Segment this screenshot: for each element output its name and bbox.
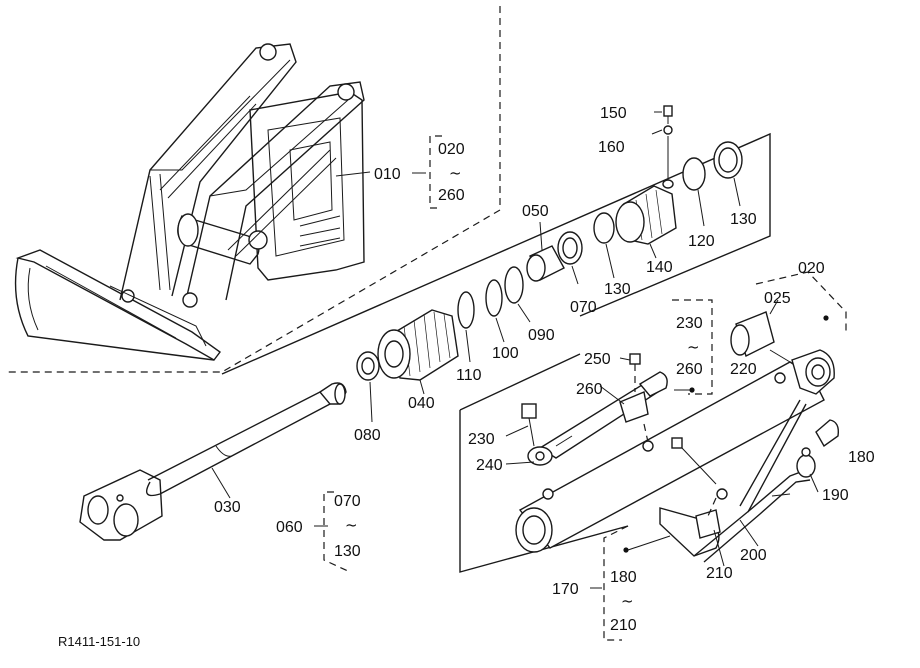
- rod-side-parts: [356, 266, 531, 423]
- callout-030: 030: [214, 499, 241, 516]
- callout-240: 240: [476, 457, 503, 474]
- range-g1-tilde: ~: [449, 164, 462, 182]
- callout-120: 120: [688, 233, 715, 250]
- hydraulic-pipe-upper-drawing: [505, 299, 713, 466]
- range-g3-tilde: ~: [345, 516, 358, 534]
- range-g4-to: 210: [610, 617, 637, 634]
- range-g1-to: 260: [438, 187, 465, 204]
- callout-130-lower: 130: [604, 281, 631, 298]
- callout-060: 060: [276, 519, 303, 536]
- callout-180: 180: [848, 449, 875, 466]
- callout-040: 040: [408, 395, 435, 412]
- callout-170: 170: [552, 581, 579, 598]
- callout-210: 210: [706, 565, 733, 582]
- range-g2-from: 230: [676, 315, 703, 332]
- hydraulic-pipe-lower-drawing: [603, 399, 840, 641]
- callout-labels: 010 020 025 030 040 050 060 070 080 090 …: [214, 105, 875, 598]
- figure-code: R1411-151-10: [58, 634, 140, 649]
- range-g1-from: 020: [438, 141, 465, 158]
- callout-140: 140: [646, 259, 673, 276]
- callout-070: 070: [570, 299, 597, 316]
- callout-160: 160: [598, 139, 625, 156]
- callout-025: 025: [764, 290, 791, 307]
- range-g3-to: 130: [334, 543, 361, 560]
- piston-assembly-drawing: [221, 105, 771, 375]
- callout-190: 190: [822, 487, 849, 504]
- callout-020: 020: [798, 260, 825, 277]
- range-g4-from: 180: [610, 569, 637, 586]
- callout-200: 200: [740, 547, 767, 564]
- callout-010: 010: [374, 166, 401, 183]
- callout-100: 100: [492, 345, 519, 362]
- callout-150: 150: [600, 105, 627, 122]
- loader-frame-drawing: [6, 6, 501, 373]
- loader-boundary-dash: [6, 6, 501, 373]
- piston-rod-drawing: [79, 382, 347, 541]
- range-g4-tilde: ~: [621, 592, 634, 610]
- callout-090: 090: [528, 327, 555, 344]
- cylinder-tube-drawing: [459, 271, 847, 573]
- callout-230: 230: [468, 431, 495, 448]
- callout-220: 220: [730, 361, 757, 378]
- range-g2-to: 260: [676, 361, 703, 378]
- callout-130-upper: 130: [730, 211, 757, 228]
- callout-050: 050: [522, 203, 549, 220]
- callout-110: 110: [456, 367, 482, 384]
- range-g3-from: 070: [334, 493, 361, 510]
- callout-250: 250: [584, 351, 611, 368]
- callout-080: 080: [354, 427, 381, 444]
- range-g2-tilde: ~: [687, 338, 700, 356]
- callout-260: 260: [576, 381, 603, 398]
- range-groups: 020 ~ 260 230 ~ 260 070 ~ 130 180 ~ 210: [323, 135, 703, 634]
